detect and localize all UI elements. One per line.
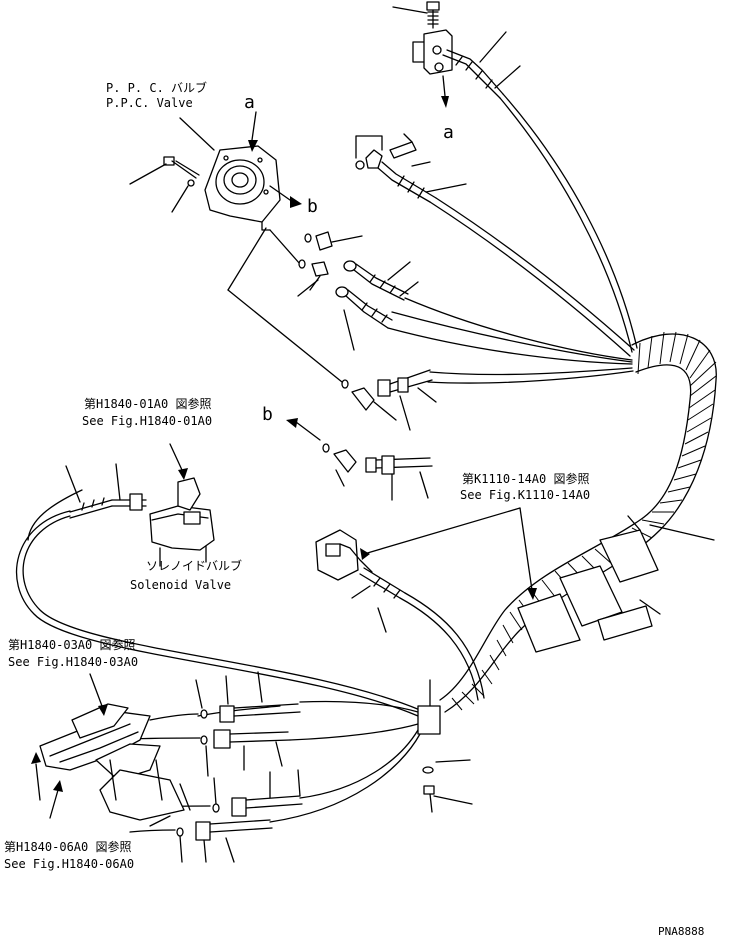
solenoid-ref-arrow <box>178 468 188 480</box>
ppc-fittings <box>297 231 419 351</box>
arrow-b-head-upper <box>290 196 302 208</box>
ppc-valve <box>129 111 343 383</box>
fig-h1840-01-label-jp: 第H1840-01A0 図参照 <box>84 396 211 411</box>
h1840-06-arrow-head-a <box>31 752 41 764</box>
solenoid-valve-label-en: Solenoid Valve <box>130 578 231 592</box>
fig-h1840-03-label-jp: 第H1840-03A0 図参照 <box>8 637 135 652</box>
spiral-wrap-harness <box>439 331 717 713</box>
arrow-b-head-lower <box>286 418 298 428</box>
top-bracket-block <box>412 29 453 108</box>
arrow-a-ppc-head <box>248 140 258 152</box>
arrow-a-head <box>441 96 449 108</box>
solenoid-valve-label-jp: ソレノイドバルブ <box>146 558 242 573</box>
fig-h1840-01-label-en: See Fig.H1840-01A0 <box>82 414 212 428</box>
right-control-valve <box>315 507 537 633</box>
k1110-arrow-head-right <box>527 588 537 600</box>
fig-k1110-14-label-en: See Fig.K1110-14A0 <box>460 488 590 502</box>
hose-bundle <box>15 93 638 833</box>
lower-left-valve-cluster <box>31 673 191 827</box>
solenoid-valve <box>65 443 215 567</box>
h1840-03-arrow-head <box>98 704 108 716</box>
fig-h1840-03-label-en: See Fig.H1840-03A0 <box>8 655 138 669</box>
fig-h1840-06-label-jp: 第H1840-06A0 図参照 <box>4 839 131 854</box>
fig-k1110-14-label-jp: 第K1110-14A0 図参照 <box>462 471 589 486</box>
h1840-06-arrow-head-b <box>53 780 63 792</box>
ref-letter-a-ppc: a <box>244 92 255 113</box>
top-hose-fitting <box>442 31 521 99</box>
hose-clamp <box>417 679 473 813</box>
elbow-fittings <box>286 369 437 501</box>
ref-letter-b-lower: b <box>262 404 273 425</box>
ref-letter-a-right: a <box>443 122 454 143</box>
ref-letter-b-upper: b <box>307 196 318 217</box>
ppc-valve-label-jp: P. P. C. バルブ <box>106 80 207 95</box>
fig-h1840-06-label-en: See Fig.H1840-06A0 <box>4 857 134 871</box>
top-bolt <box>392 1 440 29</box>
mid-bracket <box>355 133 467 203</box>
ppc-valve-label-en: P.P.C. Valve <box>106 96 193 110</box>
drawing-number: PNA8888 <box>658 925 704 938</box>
k1110-arrow-head-left <box>360 548 370 560</box>
lower-fittings <box>176 671 303 863</box>
